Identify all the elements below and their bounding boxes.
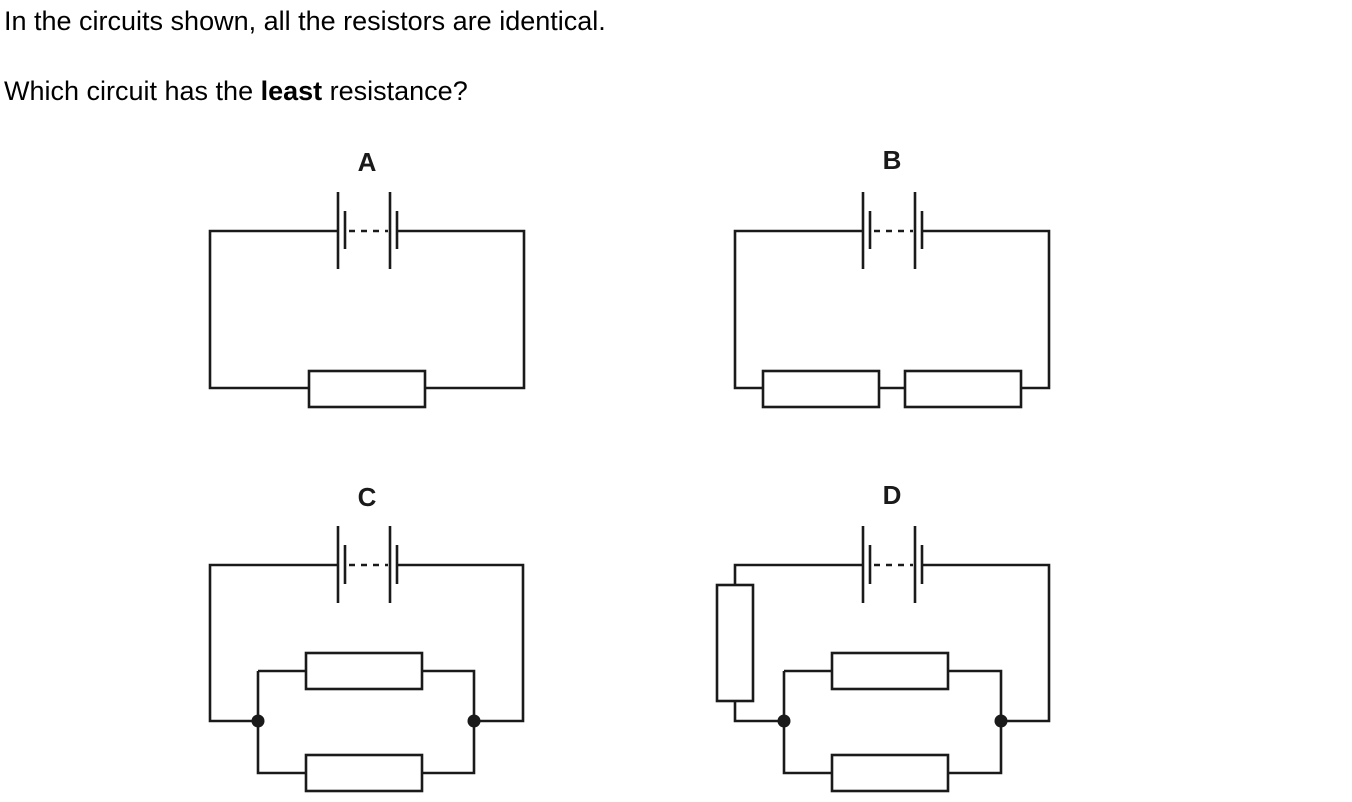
circuit-d-resistor-top [830, 651, 950, 691]
question-emphasis: least [260, 76, 323, 106]
circuit-a-label: A [358, 147, 377, 177]
circuit-d-resistor-series [715, 583, 755, 703]
circuit-c-wire [208, 563, 525, 775]
circuit-d-battery [861, 526, 924, 603]
circuit-d-junction-right [994, 714, 1008, 728]
circuit-d-label: D [883, 480, 902, 510]
circuit-c-resistor-top [304, 651, 424, 691]
question-text-after: resistance? [322, 76, 468, 106]
circuit-b-wire [733, 229, 1051, 390]
circuit-a-wire [208, 229, 526, 390]
circuit-c-resistor-bottom [304, 753, 424, 793]
circuit-b-label: B [883, 145, 902, 175]
circuit-b[interactable]: B [733, 145, 1051, 409]
question-text-before: Which circuit has the [4, 76, 261, 106]
circuit-a-battery [336, 192, 399, 269]
question-line-2: Which circuit has the least resistance? [4, 75, 468, 107]
circuit-c-junction-right [467, 714, 481, 728]
circuit-d-resistor-bottom [830, 753, 950, 793]
circuit-b-resistor-1 [761, 369, 881, 409]
circuit-c-label: C [358, 482, 377, 512]
circuit-c[interactable]: C [208, 482, 525, 793]
circuit-b-battery [861, 192, 924, 269]
question-line-1: In the circuits shown, all the resistors… [4, 6, 606, 36]
circuit-a[interactable]: A [208, 147, 526, 409]
circuit-b-resistor-2 [903, 369, 1023, 409]
circuit-a-resistor [307, 369, 427, 409]
circuit-d-junction-left [777, 714, 791, 728]
circuit-c-junction-left [251, 714, 265, 728]
circuit-d-wire [733, 563, 1051, 775]
circuit-c-battery [336, 526, 399, 603]
circuit-d[interactable]: D [715, 480, 1051, 793]
